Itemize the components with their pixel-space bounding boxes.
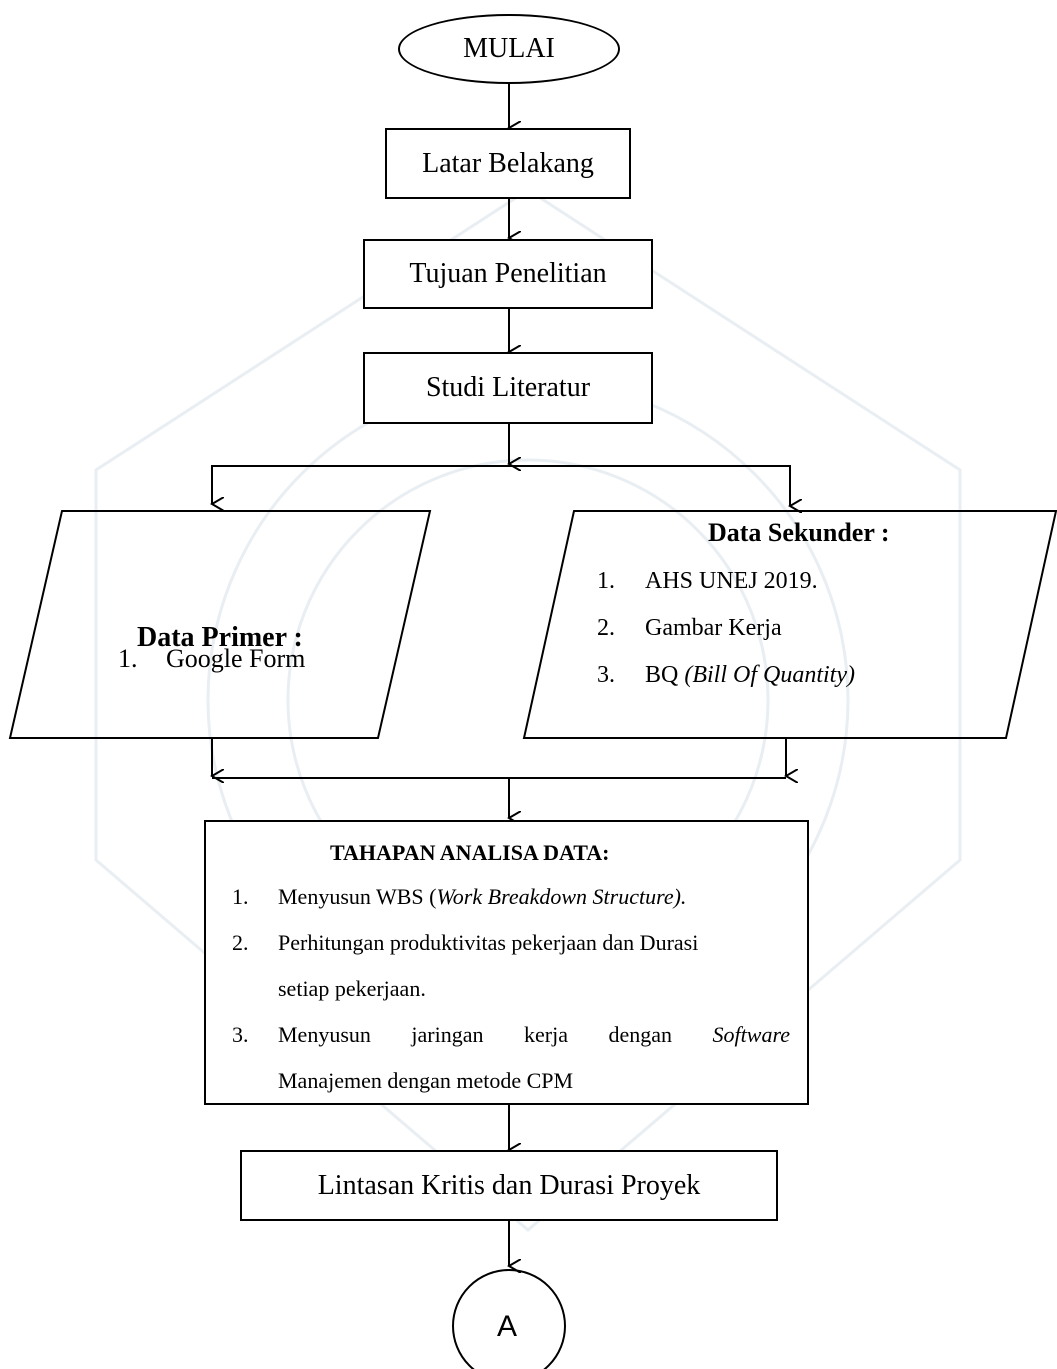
secondary-data-shape [522,510,1057,739]
process-background: Latar Belakang [385,128,631,199]
process-critical-path-result: Lintasan Kritis dan Durasi Proyek [240,1150,778,1221]
analysis-item: 1. Menyusun WBS (Work Breakdown Structure… [232,884,686,910]
analysis-item-text: Menyusun WBS ( [278,884,437,909]
connector-circle-shape [452,1269,566,1369]
analysis-word: dengan [608,1022,673,1047]
analysis-item: 3. [232,1022,249,1048]
analysis-item-number: 1. [232,884,249,909]
analysis-item-text: Perhitungan produktivitas pekerjaan dan … [278,930,699,955]
primary-data-title: Data Primer : [137,622,303,653]
secondary-item-italic: (Bill Of Quantity) [684,662,855,688]
analysis-item-continuation: setiap pekerjaan. [278,976,426,1001]
secondary-item-text: AHS UNEJ 2019. [645,568,818,594]
split-line [211,465,791,468]
analysis-item: 2. Perhitungan produktivitas pekerjaan da… [232,930,698,956]
analysis-process-box [204,820,809,1105]
start-terminator: MULAI [398,14,620,84]
secondary-item-text: BQ [645,662,685,688]
research-objectives-label: Tujuan Penelitian [409,258,607,289]
process-research-objectives: Tujuan Penelitian [363,239,653,309]
result-label: Lintasan Kritis dan Durasi Proyek [317,1169,701,1201]
analysis-title: TAHAPAN ANALISA DATA: [330,840,610,865]
background-label: Latar Belakang [422,147,594,179]
primary-data-item: 1. Google Form [118,644,305,674]
primary-data-shape [8,510,432,739]
primary-item-number: 1. [118,644,138,673]
analysis-item-italic: Work Breakdown Structure). [436,884,687,909]
analysis-item-number: 3. [232,1022,249,1047]
literature-study-label: Studi Literatur [425,372,591,403]
secondary-item-text: Gambar Kerja [645,615,782,641]
analysis-item-number: 2. [232,930,249,955]
process-literature-study: Studi Literatur [363,352,653,424]
analysis-item-continuation: Manajemen dengan metode CPM [278,1068,574,1093]
secondary-data-item: 1. AHS UNEJ 2019. [597,568,818,595]
secondary-item-number: 1. [597,568,615,594]
secondary-data-item: 3. BQ (Bill Of Quantity) [597,662,855,689]
secondary-data-title: Data Sekunder : [708,518,890,547]
primary-item-text: Google Form [166,644,306,673]
analysis-item-justified-line: Menyusun jaringan kerja dengan Software [278,1022,790,1048]
connector-label: A [497,1310,518,1343]
analysis-word: jaringan [411,1022,484,1047]
start-label: MULAI [463,33,555,64]
secondary-item-number: 3. [597,662,615,688]
analysis-word: kerja [524,1022,568,1047]
secondary-data-item: 2. Gambar Kerja [597,615,782,642]
secondary-item-number: 2. [597,615,615,641]
analysis-word-italic: Software [712,1022,790,1047]
analysis-word: Menyusun [278,1022,371,1047]
